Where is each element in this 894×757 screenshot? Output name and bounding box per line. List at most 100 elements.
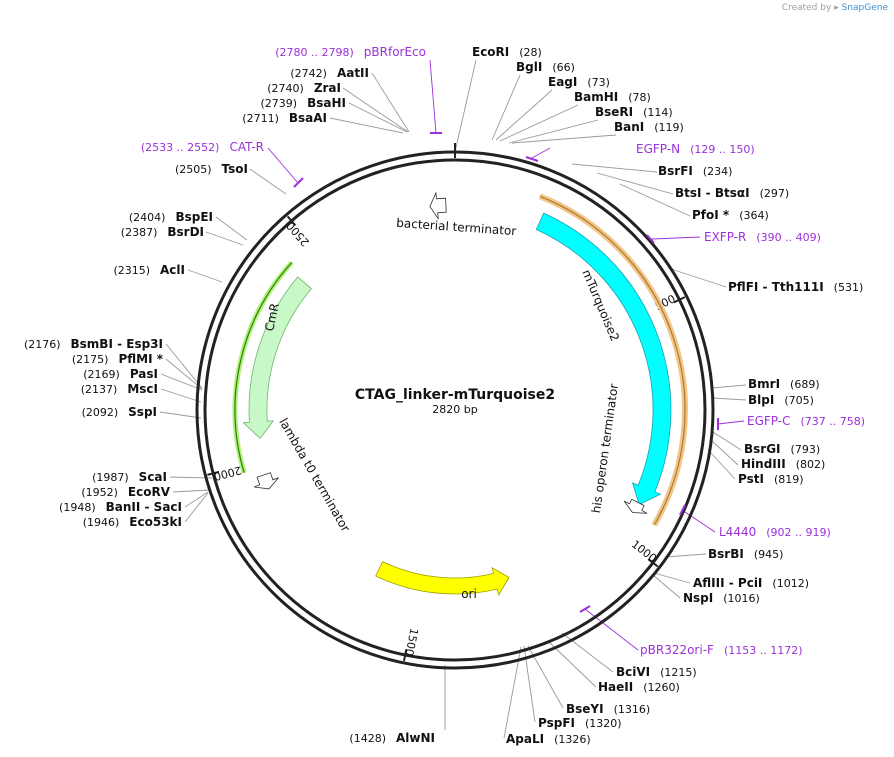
enzyme-label-btsi[interactable]: BtsI - BtsαI(297)	[675, 186, 789, 200]
cmr-label: CmR	[262, 302, 282, 333]
his-operon-terminator-arrow[interactable]	[623, 498, 648, 514]
tick-mark-1000	[647, 558, 659, 568]
enzyme-pos-eco53ki: (1946)	[83, 516, 120, 529]
enzyme-label-pfoi[interactable]: PfoI *(364)	[692, 208, 769, 222]
enzyme-leader-line	[712, 397, 747, 401]
enzyme-label-bsrbi[interactable]: BsrBI(945)	[708, 547, 783, 561]
enzyme-leader-line	[184, 491, 209, 508]
enzyme-name-pasi: PasI	[130, 367, 158, 381]
primer-label-pbr322ori-f[interactable]: pBR322ori-F(1153 .. 1172)	[640, 643, 803, 657]
ori-feature-arrow[interactable]	[375, 561, 510, 596]
primer-name-exfp-r: EXFP-R	[704, 230, 746, 244]
enzyme-pos-blpi: (705)	[784, 394, 814, 407]
enzyme-label-pflmi[interactable]: (2175)PflMI *	[72, 352, 164, 366]
leader-lines	[159, 59, 747, 739]
enzyme-label-hindiii[interactable]: HindIII(802)	[741, 457, 825, 471]
primer-name-egfp-n: EGFP-N	[636, 142, 680, 156]
enzyme-pos-bsmbi: (2176)	[24, 338, 61, 351]
enzyme-name-bspei: BspEI	[175, 210, 213, 224]
enzyme-name-bsrgi: BsrGI	[744, 442, 781, 456]
enzyme-label-bgli[interactable]: BglI(66)	[516, 60, 575, 74]
enzyme-name-eco53ki: Eco53kI	[129, 515, 182, 529]
enzyme-pos-scai: (1987)	[92, 471, 129, 484]
enzyme-label-tsoi[interactable]: (2505)TsoI	[175, 162, 248, 176]
enzyme-label-bmri[interactable]: BmrI(689)	[748, 377, 820, 391]
mturquoise2-feature-arrow[interactable]	[535, 212, 672, 506]
tick-mark-1500	[403, 648, 408, 662]
enzyme-leader-line	[619, 183, 691, 217]
his-operon-terminator-label: his operon terminator	[589, 383, 621, 514]
enzyme-label-bsrfi[interactable]: BsrFI(234)	[658, 164, 732, 178]
enzyme-label-ecori[interactable]: EcoRI(28)	[472, 45, 542, 59]
enzyme-pos-bsahi: (2739)	[261, 97, 298, 110]
enzyme-label-alwni[interactable]: (1428)AlwNI	[349, 731, 435, 745]
enzyme-label-zrai[interactable]: (2740)ZraI	[267, 81, 341, 95]
plasmid-name: CTAG_linker-mTurquoise2	[355, 387, 555, 403]
enzyme-label-haeii[interactable]: HaeII(1260)	[598, 680, 680, 694]
enzyme-name-psti: PstI	[738, 472, 764, 486]
primer-label-exfp-r[interactable]: EXFP-R (390 .. 409)	[704, 230, 821, 244]
enzyme-label-bamhi[interactable]: BamHI(78)	[574, 90, 651, 104]
enzyme-pos-bsrbi: (945)	[754, 548, 784, 561]
enzyme-label-pspfi[interactable]: PspFI(1320)	[538, 716, 622, 730]
primer-label-pbrforeco[interactable]: (2780 .. 2798)pBRforEco	[275, 45, 426, 59]
enzyme-label-aatii[interactable]: (2742)AatII	[290, 66, 369, 80]
enzyme-label-bcivi[interactable]: BciVI(1215)	[616, 665, 697, 679]
enzyme-label-bsaai[interactable]: (2711)BsaAI	[242, 111, 327, 125]
enzyme-label-eco53ki[interactable]: (1946) Eco53kI	[83, 515, 182, 529]
enzyme-label-afliii[interactable]: AflIII - PciI(1012)	[693, 576, 809, 590]
enzyme-label-msci[interactable]: (2137)MscI	[81, 382, 158, 396]
enzyme-pos-ecorv: (1952)	[81, 486, 118, 499]
enzyme-pos-acli: (2315)	[113, 264, 150, 277]
enzyme-label-pasi[interactable]: (2169)PasI	[83, 367, 158, 381]
lambda-t0-terminator-label: lambda t0 terminator	[276, 416, 353, 535]
enzyme-pos-bspei: (2404)	[129, 211, 166, 224]
enzyme-pos-bseri: (114)	[643, 106, 673, 119]
enzyme-leader-line	[561, 632, 614, 673]
enzyme-name-bcivi: BciVI	[616, 665, 650, 679]
enzyme-label-bsahi[interactable]: (2739)BsaHI	[261, 96, 346, 110]
enzyme-label-scai[interactable]: (1987)ScaI	[92, 470, 167, 484]
enzyme-label-bseyi[interactable]: BseYI(1316)	[566, 702, 650, 716]
lambda-t0-terminator-arrow[interactable]	[254, 472, 279, 490]
enzyme-leader-line	[215, 216, 248, 241]
enzyme-pos-nspi: (1016)	[723, 592, 760, 605]
enzyme-label-acli[interactable]: (2315) AclI	[113, 263, 185, 277]
enzyme-name-acli: AclI	[160, 263, 185, 277]
enzyme-label-bsmbi[interactable]: (2176)BsmBI - Esp3I	[24, 337, 163, 351]
enzyme-leader-line	[653, 572, 691, 584]
cmr-highlight-core	[234, 261, 293, 473]
enzyme-label-pflfi[interactable]: PflFI - Tth111I(531)	[728, 280, 863, 294]
enzyme-leader-line	[667, 267, 727, 288]
enzyme-label-bspei[interactable]: (2404) BspEI	[129, 210, 213, 224]
primer-marks	[293, 132, 719, 613]
bacterial-terminator-arrow[interactable]	[429, 191, 447, 221]
enzyme-leader-line	[187, 269, 223, 283]
enzyme-label-bseri[interactable]: BseRI(114)	[595, 105, 673, 119]
enzyme-label-ecorv[interactable]: (1952)EcoRV	[81, 485, 170, 499]
enzyme-label-bsrdi[interactable]: (2387)BsrDI	[121, 225, 204, 239]
primer-range-exfp-r: (390 .. 409)	[756, 231, 821, 244]
enzyme-label-bsrgi[interactable]: BsrGI(793)	[744, 442, 820, 456]
primer-label-l4440[interactable]: L4440(902 .. 919)	[719, 525, 831, 539]
primer-label-cat-r[interactable]: (2533 .. 2552)CAT-R	[141, 140, 264, 154]
enzyme-label-blpi[interactable]: BlpI(705)	[748, 393, 814, 407]
enzyme-label-eagi[interactable]: EagI(73)	[548, 75, 610, 89]
enzyme-label-apali[interactable]: ApaLI(1326)	[506, 732, 591, 746]
enzyme-name-bsrfi: BsrFI	[658, 164, 693, 178]
enzyme-label-psti[interactable]: PstI(819)	[738, 472, 804, 486]
enzyme-name-tsoi: TsoI	[222, 162, 248, 176]
plasmid-length: 2820 bp	[432, 403, 477, 416]
primer-label-egfp-n[interactable]: EGFP-N(129 .. 150)	[636, 142, 755, 156]
enzyme-name-eagi: EagI	[548, 75, 577, 89]
enzyme-label-sspi[interactable]: (2092)SspI	[82, 405, 157, 419]
enzyme-label-bani[interactable]: BanI(119)	[614, 120, 684, 134]
primer-label-egfp-c[interactable]: EGFP-C(737 .. 758)	[747, 414, 865, 428]
enzyme-label-nspi[interactable]: NspI(1016)	[683, 591, 760, 605]
enzyme-leader-line	[711, 440, 739, 466]
cmr-feature-arrow[interactable]	[242, 276, 312, 439]
bacterial-terminator-label: bacterial terminator	[396, 216, 517, 238]
enzyme-name-btsi: BtsI - BtsαI	[675, 186, 750, 200]
enzyme-label-banii[interactable]: (1948)BanII - SacI	[59, 500, 182, 514]
